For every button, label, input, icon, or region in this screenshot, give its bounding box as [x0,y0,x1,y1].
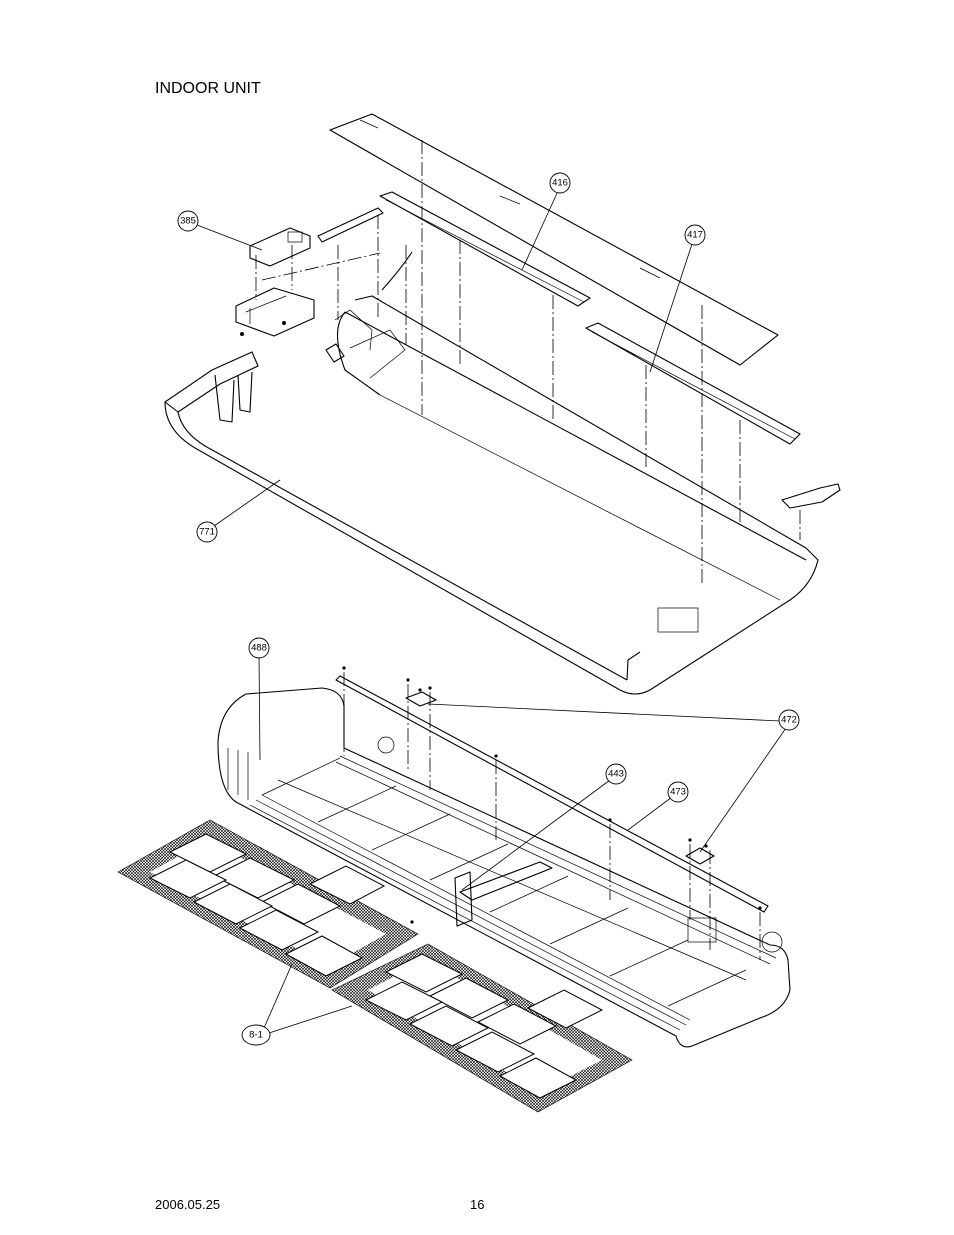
leader-lines [196,190,787,1035]
callout-443: 443 [605,763,627,785]
callout-416-label: 416 [552,178,568,189]
part-417-strip [585,322,801,445]
footer-date: 2006.05.25 [155,1197,221,1212]
top-panel-sheet [329,113,779,366]
screws-lower [342,666,762,924]
right-bracket [781,483,841,509]
callout-488-label: 488 [251,643,267,654]
curved-rod [381,251,413,291]
callout-473-label: 473 [670,787,686,798]
callout-472-label: 472 [781,715,797,726]
callout-472: 472 [778,709,800,731]
part-488-lower-tray [217,687,791,1048]
callout-385-label: 385 [180,216,196,227]
callout-417-label: 417 [687,230,703,241]
callout-8-1: 8-1 [241,1024,271,1046]
callout-385: 385 [177,210,199,232]
part-473-rail [335,675,769,913]
callout-443-label: 443 [608,769,624,780]
page-number: 16 [470,1197,485,1212]
part-771-body [164,295,819,695]
callout-416: 416 [549,172,571,194]
assembly-lines-upper [255,140,801,585]
callout-488: 488 [248,637,270,659]
callout-771: 771 [196,521,218,543]
part-472-clips [405,691,715,865]
part-385-control-box [235,227,315,337]
air-filter-left [117,819,419,989]
callout-473: 473 [667,781,689,803]
page-title: INDOOR UNIT [155,80,261,97]
assembly-lines-lower [343,672,761,960]
air-filter-right [331,943,633,1113]
bracket-strip [317,207,384,243]
callout-417: 417 [684,224,706,246]
part-416-strip [379,191,591,307]
callout-771-label: 771 [199,527,215,538]
callout-8-1-label: 8-1 [249,1030,263,1041]
left-clip [325,343,345,363]
